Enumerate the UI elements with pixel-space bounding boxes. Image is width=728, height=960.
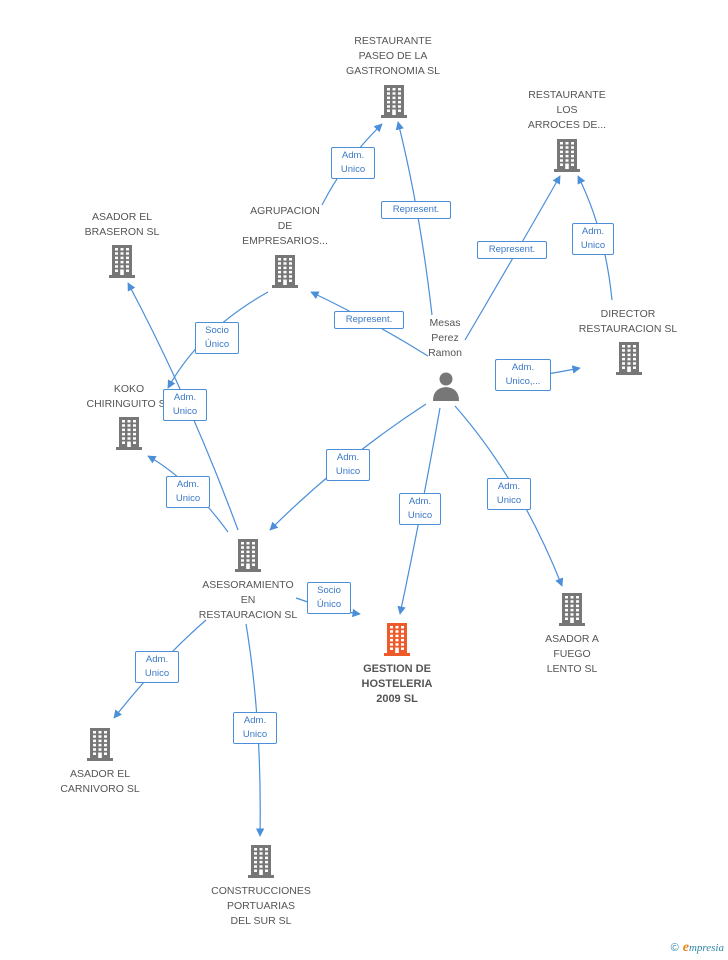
relation-label-asesoramiento-gestion[interactable]: Socio Único: [307, 582, 351, 614]
relation-label-agrupacion-koko[interactable]: Socio Único: [195, 322, 239, 354]
company-node-asesoramiento[interactable]: ASESORAMIENTO EN RESTAURACION SL: [190, 538, 306, 623]
relation-label-asesoramiento-carnivoro[interactable]: Adm. Unico: [135, 651, 179, 683]
company-label: KOKO CHIRINGUITO SL: [86, 383, 172, 410]
company-label: AGRUPACION DE EMPRESARIOS...: [242, 205, 328, 247]
building-icon: [554, 139, 580, 172]
building-icon-highlighted: [384, 623, 410, 656]
building-icon: [109, 245, 135, 278]
relation-label-mesas-paseo[interactable]: Represent.: [381, 201, 451, 219]
relation-label-asesoramiento-braseron[interactable]: Adm. Unico: [163, 389, 207, 421]
company-label: CONSTRUCCIONES PORTUARIAS DEL SUR SL: [211, 885, 311, 927]
building-icon: [116, 417, 142, 450]
company-node-agrupacion[interactable]: AGRUPACION DE EMPRESARIOS...: [230, 204, 340, 288]
building-icon: [381, 85, 407, 118]
copyright-symbol: ©: [670, 942, 679, 954]
brand-name: mpresia: [688, 942, 724, 954]
relation-label-mesas-agrupacion[interactable]: Represent.: [334, 311, 404, 329]
company-label: ASADOR EL CARNIVORO SL: [60, 768, 140, 795]
company-node-gestion-focus[interactable]: GESTION DE HOSTELERIA 2009 SL: [342, 622, 452, 707]
building-icon: [272, 255, 298, 288]
building-icon: [559, 593, 585, 626]
company-node-paseo[interactable]: RESTAURANTE PASEO DE LA GASTRONOMIA SL: [332, 34, 454, 118]
empresia-logo: ©empresia: [671, 940, 724, 956]
company-node-director[interactable]: DIRECTOR RESTAURACION SL: [570, 307, 686, 375]
company-node-braseron[interactable]: ASADOR EL BRASERON SL: [72, 210, 172, 278]
building-icon: [235, 539, 261, 572]
company-node-portuarias[interactable]: CONSTRUCCIONES PORTUARIAS DEL SUR SL: [204, 844, 318, 929]
company-label: GESTION DE HOSTELERIA 2009 SL: [361, 663, 433, 705]
relation-label-director-arroces[interactable]: Adm. Unico: [572, 223, 614, 255]
person-icon: [433, 372, 459, 401]
building-icon: [616, 342, 642, 375]
relation-label-asesoramiento-portuarias[interactable]: Adm. Unico: [233, 712, 277, 744]
relation-label-mesas-gestion[interactable]: Adm. Unico: [399, 493, 441, 525]
person-node-mesas[interactable]: Mesas Perez Ramon: [410, 316, 480, 401]
company-label: RESTAURANTE PASEO DE LA GASTRONOMIA SL: [346, 35, 440, 77]
company-node-arroces[interactable]: RESTAURANTE LOS ARROCES DE...: [508, 88, 626, 172]
building-icon: [248, 845, 274, 878]
company-node-carnivoro[interactable]: ASADOR EL CARNIVORO SL: [48, 727, 152, 797]
building-icon: [87, 728, 113, 761]
company-label: RESTAURANTE LOS ARROCES DE...: [527, 89, 607, 131]
relation-label-agrupacion-paseo[interactable]: Adm. Unico: [331, 147, 375, 179]
relation-label-mesas-asesoramiento[interactable]: Adm. Unico: [326, 449, 370, 481]
company-node-fuego[interactable]: ASADOR A FUEGO LENTO SL: [522, 592, 622, 677]
company-node-koko[interactable]: KOKO CHIRINGUITO SL: [78, 382, 180, 450]
company-label: DIRECTOR RESTAURACION SL: [578, 308, 678, 335]
relation-label-asesoramiento-koko[interactable]: Adm. Unico: [166, 476, 210, 508]
brand-initial: e: [682, 940, 689, 955]
company-label: ASADOR A FUEGO LENTO SL: [545, 633, 599, 675]
relation-label-mesas-arroces[interactable]: Represent.: [477, 241, 547, 259]
person-label: Mesas Perez Ramon: [428, 317, 462, 359]
company-label: ASESORAMIENTO EN RESTAURACION SL: [198, 579, 298, 621]
relation-label-mesas-fuego[interactable]: Adm. Unico: [487, 478, 531, 510]
company-label: ASADOR EL BRASERON SL: [84, 211, 160, 238]
relation-label-mesas-director[interactable]: Adm. Unico,...: [495, 359, 551, 391]
